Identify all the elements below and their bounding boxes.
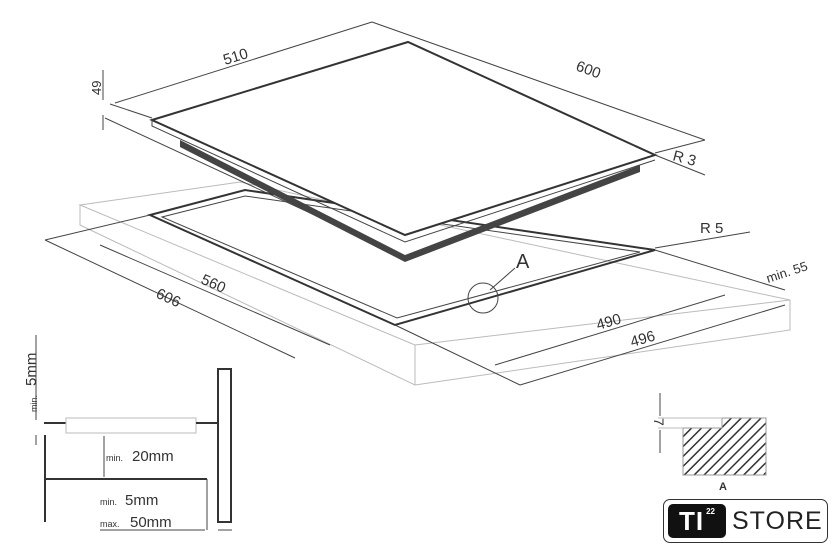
logo-superscript: 22 [706, 507, 715, 516]
dim-510: 510 [221, 45, 250, 69]
dim-560: 560 [198, 271, 228, 297]
logo-word: STORE [732, 506, 823, 535]
below-prefix: min. [106, 453, 123, 463]
dim-496: 496 [628, 328, 657, 351]
countertop-block [78, 181, 791, 386]
dim-r3: R 3 [671, 147, 698, 169]
side-min-value: 5mm [125, 492, 158, 509]
dim-490: 490 [594, 311, 623, 334]
section-view [35, 335, 232, 531]
detail-marker-a: A [516, 251, 530, 273]
top-gap-value: 5mm [23, 353, 40, 386]
dim-600: 600 [574, 58, 603, 83]
side-min-prefix: min. [100, 497, 117, 507]
detail-a-view [658, 393, 767, 476]
dim-r5: R 5 [700, 220, 723, 237]
dimension-lines [44, 21, 786, 386]
top-gap-prefix: min. [29, 395, 39, 412]
dim-49: 49 [89, 81, 104, 95]
logo-brand: TI [678, 506, 705, 536]
detail-depth: 7 [651, 418, 667, 426]
dim-min55: min. 55 [764, 258, 809, 285]
side-max-prefix: max. [100, 519, 120, 529]
detail-label: A [719, 481, 727, 493]
side-max-value: 50mm [130, 514, 172, 531]
below-value: 20mm [132, 448, 174, 465]
dim-606: 606 [153, 285, 183, 311]
